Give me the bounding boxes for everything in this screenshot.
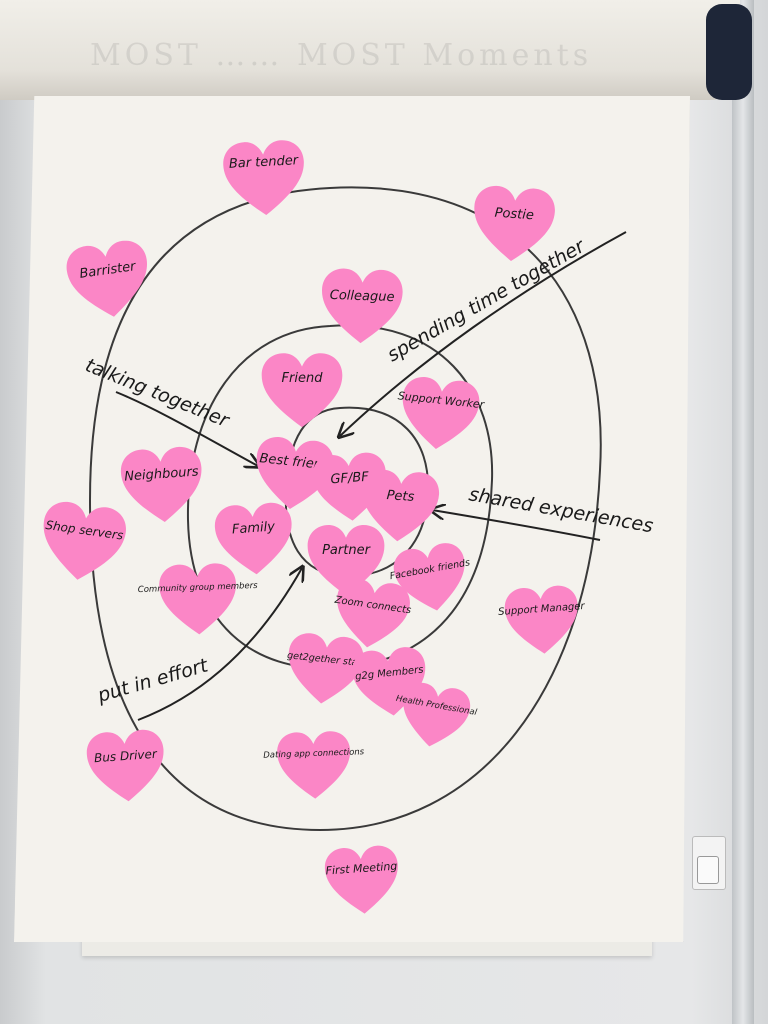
heart-shop-servers: Shop servers (36, 499, 129, 586)
svg-text:First Meeting: First Meeting (325, 860, 398, 878)
caption-spending: spending time together (384, 235, 590, 367)
heart-partner: Partner (307, 525, 385, 596)
heart-bus-driver: Bus Driver (85, 728, 167, 804)
caption-shared: shared experiences (467, 483, 655, 537)
heart-first-meeting: First Meeting (323, 844, 402, 917)
arrow-talking (115, 391, 258, 466)
svg-text:Bar tender: Bar tender (229, 153, 301, 172)
svg-text:Postie: Postie (494, 206, 534, 224)
svg-text:Pets: Pets (386, 488, 415, 505)
svg-text:Neighbours: Neighbours (124, 464, 199, 484)
svg-text:Dating app connections: Dating app connections (263, 747, 365, 761)
svg-text:Best friend: Best friend (259, 451, 332, 473)
heart-pets: Pets (358, 468, 441, 544)
roll-end-cap (706, 4, 752, 100)
socket-plug (697, 856, 719, 884)
heart-community-group: Community group members (138, 562, 259, 636)
heart-get2gether-staff: get2gether staff (283, 631, 366, 708)
heart-best-friend: Best friend (251, 434, 336, 513)
heart-g2g-members: g2g Members (350, 645, 431, 720)
outer-ring (88, 186, 602, 832)
svg-text:Community group members: Community group members (138, 581, 259, 595)
arrow-effort (137, 568, 302, 721)
paper-roll (0, 0, 740, 100)
heart-postie: Postie (470, 184, 557, 264)
svg-text:Colleague: Colleague (330, 288, 395, 305)
heart-family: Family (213, 501, 295, 577)
caption-talking: talking together (82, 354, 233, 432)
svg-text:Partner: Partner (322, 543, 371, 558)
heart-barrister: Barrister (63, 237, 154, 323)
arrow-shared (432, 510, 601, 541)
svg-text:Friend: Friend (282, 371, 324, 386)
arrow-spending (340, 231, 627, 436)
caption-effort: put in effort (94, 654, 211, 707)
heart-health-professional: Health Professional (395, 679, 478, 753)
heart-friend: Friend (261, 353, 343, 428)
heart-facebook-friends: Facebook friends (389, 540, 473, 617)
heart-gf-bf: GF/BF (311, 451, 389, 524)
svg-text:GF/BF: GF/BF (330, 470, 370, 488)
heart-dating-app: Dating app connections (263, 730, 365, 800)
heart-bartender: Bar tender (222, 139, 307, 218)
heart-support-manager: Support Manager (498, 584, 586, 657)
easel-leg (732, 0, 754, 1024)
heart-support-worker: Support Worker (397, 374, 486, 453)
roll-ghost-text: MOST …… MOST Moments (90, 38, 593, 73)
svg-text:Bus Driver: Bus Driver (94, 747, 159, 765)
heart-zoom-connects: Zoom connects (330, 576, 413, 653)
heart-colleague: Colleague (320, 267, 404, 345)
svg-text:Family: Family (231, 520, 275, 538)
heart-neighbours: Neighbours (119, 445, 206, 525)
